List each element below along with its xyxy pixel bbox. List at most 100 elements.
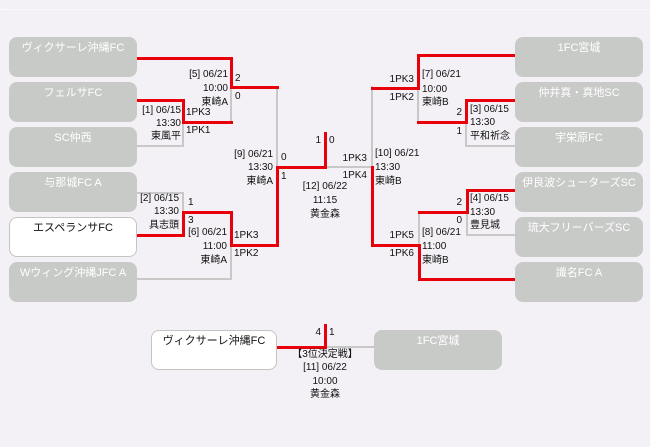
match-4-time: 13:30 [470,207,496,218]
match-6-venue: 東崎A [200,255,227,266]
match-7-score-bottom: 1PK2 [389,92,414,103]
bracket-line-lose [136,192,184,194]
bracket-line-win [371,87,420,90]
bracket-line-win [466,189,517,192]
match-2-score-top: 1 [188,197,194,208]
match-1-venue: 東風平 [151,131,181,142]
bracket-line-win [418,244,421,281]
final-score-left: 1 [315,135,321,146]
match-2-label: [2] 06/15 [140,193,179,204]
bracket-line-lose [418,211,420,246]
team-box-right-6[interactable]: 識名FC A [515,262,643,302]
bracket-line-win [276,166,279,247]
match-5-venue: 東崎A [201,97,228,108]
match-5-label: [5] 06/21 [189,69,228,80]
top-divider [0,9,650,10]
bracket-line-win [324,132,327,169]
match-8-score-top: 1PK5 [389,230,414,241]
match-10-label: [10] 06/21 [375,148,420,159]
third-place-score-right: 1 [329,327,335,338]
final-score-right: 0 [329,135,335,146]
bracket-line-win [136,234,185,237]
match-9-score-top: 0 [281,152,287,163]
bracket-line-win [417,54,517,57]
team-box-right-4[interactable]: 伊良波シューターズSC [515,172,643,212]
match-4-score-bottom: 0 [456,215,462,226]
bracket-line-lose [466,234,516,236]
bracket-line-win [136,99,185,102]
team-box-left-6[interactable]: Wウィング沖縄JFC A [9,262,137,302]
third-place-label: [11] 06/22 [303,362,347,373]
final-venue: 黄金森 [310,209,340,220]
bracket-line-win [230,86,279,89]
team-box-right-5[interactable]: 琉大フリーバーズSC [515,217,643,257]
third-place-venue: 黄金森 [310,389,340,400]
bracket-line-win [230,244,279,247]
team-box-right-2[interactable]: 仲井真・真地SC [515,82,643,122]
team-box-left-2[interactable]: フェルサFC [9,82,137,122]
bracket-line-lose [371,86,373,168]
match-2-time: 13:30 [153,206,179,217]
bracket-line-win [324,324,327,349]
bracket-line-win [465,99,468,124]
bracket-line-win [371,166,374,247]
bracket-line-win [417,121,468,124]
match-7-score-top: 1PK3 [389,74,414,85]
team-box-right-3[interactable]: 宇栄原FC [515,127,643,167]
match-2-score-bottom: 3 [188,215,194,226]
third-place-time: 10:00 [312,376,338,387]
match-6-time: 11:00 [202,241,227,252]
match-4-label: [4] 06/15 [470,193,509,204]
match-9-label: [9] 06/21 [234,149,273,160]
match-2-venue: 具志頭 [149,220,179,231]
match-5-time: 10:00 [202,83,228,94]
bracket-line-win [465,99,517,102]
match-3-time: 13:30 [470,117,496,128]
bracket-line-win [182,99,185,124]
bracket-line-lose [230,244,232,280]
team-box-left-4[interactable]: 与那城FC A [9,172,137,212]
team-box-right-1[interactable]: 1FC宮城 [515,37,643,77]
match-5-score-bottom: 0 [235,91,241,102]
bracket-line-win [417,54,420,90]
third-place-team-left[interactable]: ヴィクサーレ沖縄FC [151,330,277,370]
bracket-line-win [371,244,421,247]
final-time: 11:15 [312,195,338,206]
bracket-line-win [230,57,233,89]
match-7-venue: 東崎B [422,97,449,108]
match-3-score-bottom: 1 [456,126,462,137]
match-1-time: 13:30 [155,118,181,129]
bracket-line-win [182,211,185,237]
bracket-line-lose [417,87,419,123]
match-10-score-top: 1PK3 [342,153,367,164]
bracket-line-win [136,57,233,60]
final-label: [12] 06/22 [302,181,348,192]
bracket-line-lose [182,121,184,147]
third-place-title: 【3位決定戦】 [292,349,358,360]
match-4-score-top: 2 [456,197,462,208]
match-3-label: [3] 06/15 [470,104,509,115]
match-1-label: [1] 06/15 [142,105,181,116]
match-1-score-top: 1PK3 [186,107,211,118]
bracket-line-lose [136,278,232,280]
bracket-line-win [276,346,327,349]
bracket-line-win [182,121,233,124]
team-box-left-1[interactable]: ヴィクサーレ沖縄FC [9,37,137,77]
team-box-left-3[interactable]: SC仲西 [9,127,137,167]
match-7-label: [7] 06/21 [422,69,461,80]
match-9-venue: 東崎A [246,176,273,187]
bracket-line-lose [136,145,184,147]
third-place-team-right[interactable]: 1FC宮城 [374,330,502,370]
bracket-line-lose [324,346,375,348]
team-box-left-5-champion[interactable]: エスペランサFC [9,217,137,257]
match-10-time: 13:30 [375,162,401,173]
match-10-score-bottom: 1PK4 [342,170,367,181]
bracket-line-win [182,211,233,214]
match-1-score-bottom: 1PK1 [186,125,211,136]
bracket-line-win [230,211,233,247]
bracket-line-win [466,189,469,214]
bracket-line-win [418,278,517,281]
bracket-line-lose [465,121,467,147]
match-6-score-top: 1PK3 [234,230,259,241]
